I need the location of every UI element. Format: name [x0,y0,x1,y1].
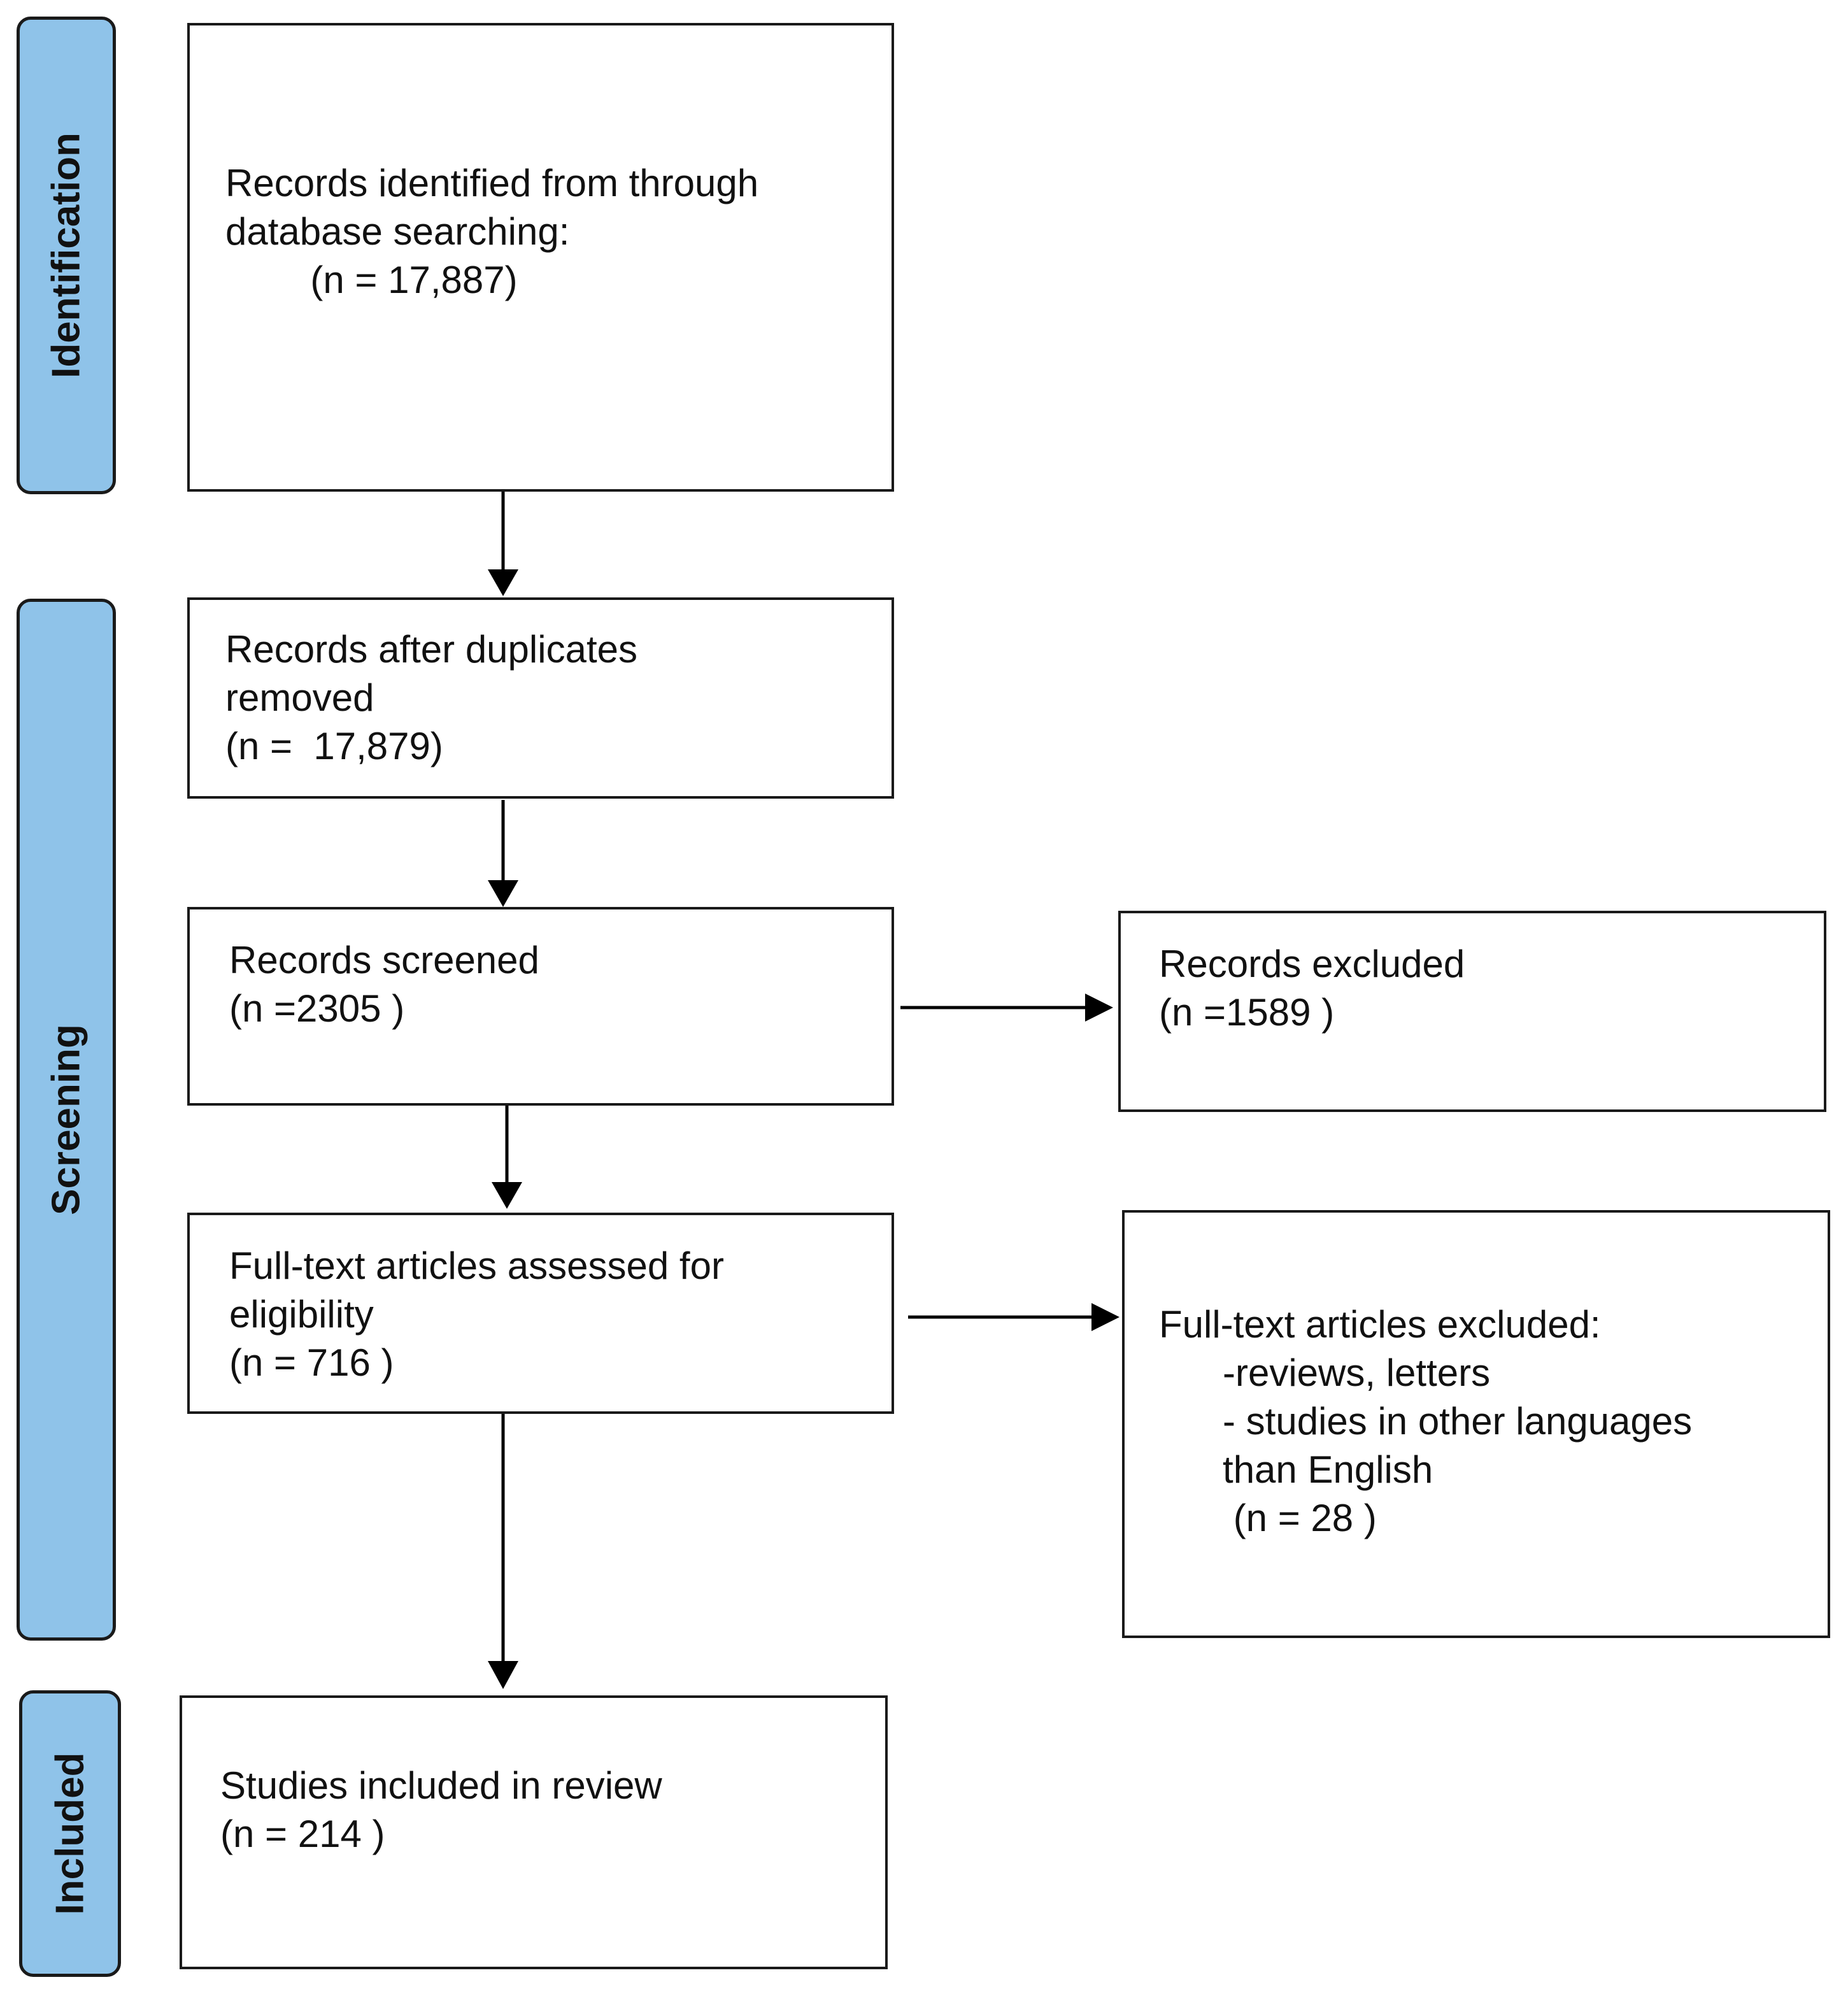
screened-line-1: Records screened [229,939,539,981]
excluded-line-2: (n =1589 ) [1159,991,1335,1034]
stage-label-included: Included [48,1752,92,1915]
included-line-2: (n = 214 ) [220,1813,385,1855]
box-records-screened-text: Records screened (n =2305 ) [229,936,539,1033]
arrow-fulltext-to-fulltext-excluded [908,1303,1119,1331]
box-fulltext-excluded-text: Full-text articles excluded: -reviews, l… [1159,1301,1692,1543]
fulltext-line-1: Full-text articles assessed for [229,1244,724,1287]
stage-label-screening: Screening [44,1024,89,1215]
box-records-excluded-text: Records excluded (n =1589 ) [1159,940,1465,1037]
box-records-excluded: Records excluded (n =1589 ) [1118,911,1826,1112]
fulltext-excluded-line-4: than English [1159,1448,1433,1491]
fulltext-excluded-line-1: Full-text articles excluded: [1159,1303,1601,1346]
box-fulltext-assessed-text: Full-text articles assessed for eligibil… [229,1242,724,1387]
box-records-identified: Records identified from through database… [187,23,894,492]
fulltext-line-2: eligibility [229,1293,374,1336]
arrow-screened-to-fulltext [492,1104,522,1209]
fulltext-line-3: (n = 716 ) [229,1341,394,1384]
identified-line-1: Records identified from through [225,162,759,204]
box-records-screened: Records screened (n =2305 ) [187,907,894,1106]
arrow-fulltext-to-included [488,1411,518,1689]
fulltext-excluded-line-3: - studies in other languages [1159,1400,1693,1443]
box-studies-included-text: Studies included in review (n = 214 ) [220,1762,662,1858]
fulltext-excluded-line-2: -reviews, letters [1159,1351,1491,1394]
arrow-identified-to-duplicates [488,492,518,596]
included-line-1: Studies included in review [220,1764,662,1807]
duplicates-line-2: removed [225,676,374,719]
box-records-after-duplicates-text: Records after duplicates removed (n = 17… [225,625,637,771]
stage-screening: Screening [17,599,116,1641]
excluded-line-1: Records excluded [1159,943,1465,985]
arrow-duplicates-to-screened [488,800,518,907]
stage-included: Included [19,1690,121,1977]
box-fulltext-excluded: Full-text articles excluded: -reviews, l… [1122,1210,1830,1638]
identified-line-3: (n = 17,887) [225,259,518,301]
box-studies-included: Studies included in review (n = 214 ) [180,1695,888,1969]
screened-line-2: (n =2305 ) [229,987,405,1030]
stage-label-identification: Identification [44,132,89,378]
box-records-identified-text: Records identified from through database… [225,159,758,304]
box-records-after-duplicates: Records after duplicates removed (n = 17… [187,597,894,799]
identified-line-2: database searching: [225,210,570,253]
duplicates-line-1: Records after duplicates [225,628,637,671]
fulltext-excluded-line-5: (n = 28 ) [1159,1497,1377,1539]
arrow-screened-to-excluded [900,994,1113,1022]
duplicates-line-3: (n = 17,879) [225,725,443,767]
stage-identification: Identification [17,17,116,494]
box-fulltext-assessed: Full-text articles assessed for eligibil… [187,1213,894,1414]
